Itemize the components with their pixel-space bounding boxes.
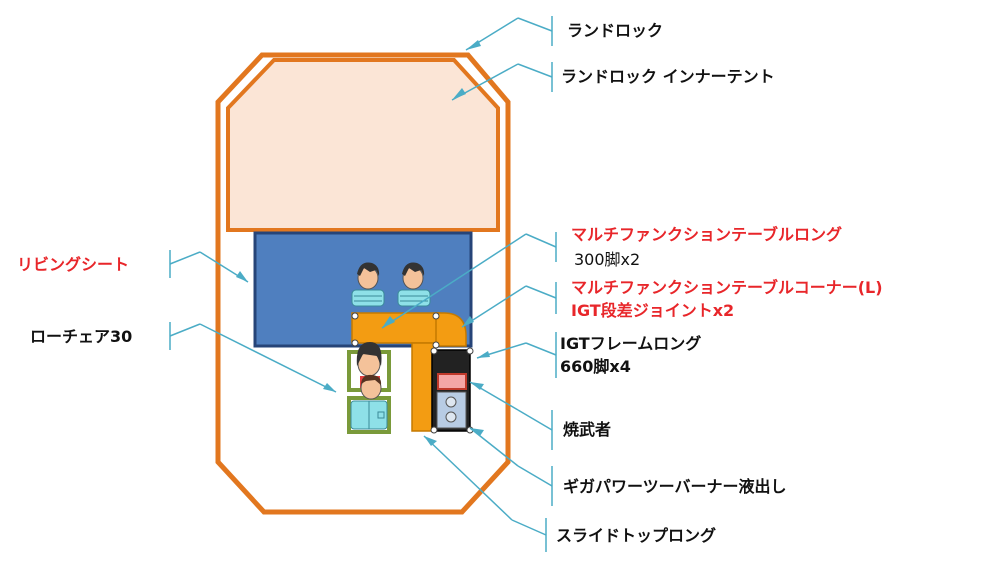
igt-joint-label: IGT段差ジョイントx2 bbox=[571, 301, 735, 320]
child-figure bbox=[351, 262, 385, 307]
low-chair bbox=[347, 374, 391, 434]
slide-top-label: スライドトップロング bbox=[556, 526, 717, 545]
leader-lines bbox=[169, 16, 557, 552]
inner-tent-label: ランドロック インナーテント bbox=[561, 67, 775, 86]
arrowheads bbox=[236, 40, 490, 446]
yakimusha-grill bbox=[437, 373, 467, 390]
igt-frame-label: IGTフレームロング bbox=[560, 334, 702, 353]
landlock-label: ランドロック bbox=[567, 21, 664, 40]
table-corner bbox=[435, 312, 467, 347]
igt-frame-legs-label: 660脚x4 bbox=[560, 357, 631, 376]
living-sheet-label: リビングシート bbox=[17, 255, 130, 274]
table-long-label: マルチファンクションテーブルロング bbox=[571, 225, 843, 244]
yakimusha-label: 焼武者 bbox=[563, 420, 612, 439]
table-corner-label: マルチファンクションテーブルコーナー(L) bbox=[571, 278, 883, 297]
giga-burner-label: ギガパワーツーバーナー液出し bbox=[563, 477, 787, 496]
table-long-legs-label: 300脚x2 bbox=[574, 250, 641, 269]
table-long bbox=[351, 312, 441, 344]
low-chair-label: ローチェア30 bbox=[30, 327, 133, 346]
inner-tent bbox=[226, 58, 500, 232]
table-legs bbox=[351, 312, 474, 434]
slide-top-long bbox=[411, 342, 435, 432]
